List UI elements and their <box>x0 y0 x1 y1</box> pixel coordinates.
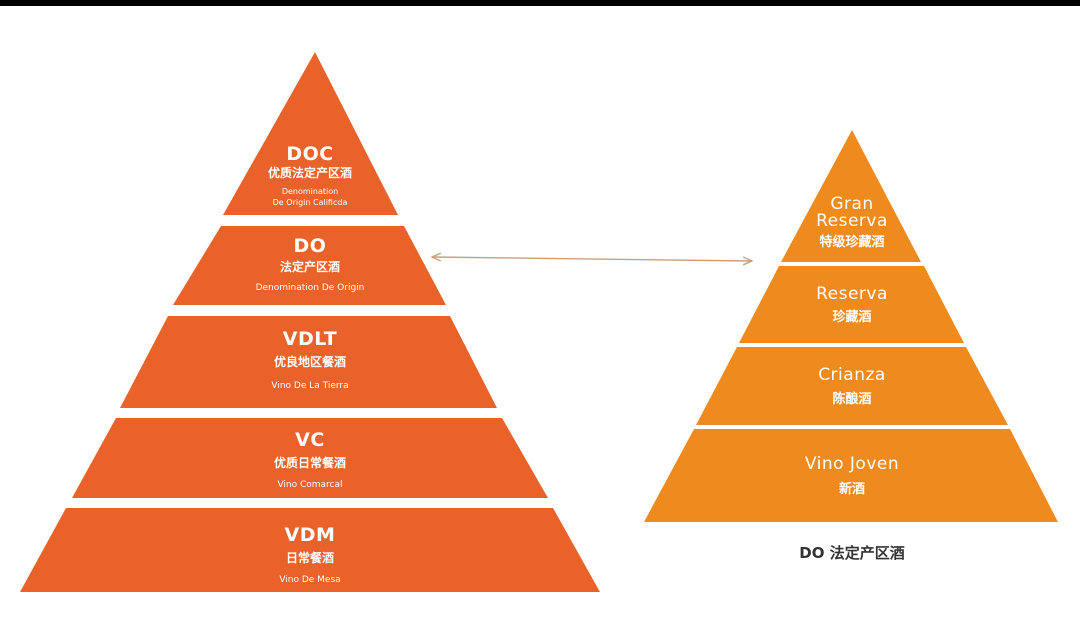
left-level-code: DO <box>294 235 327 257</box>
left-pyramid: DOC 优质法定产区酒 Denomination De Origin Calif… <box>20 52 600 592</box>
left-level-vc: VC 优质日常餐酒 Vino Comarcal <box>72 418 548 498</box>
left-level-doc-shape <box>223 52 398 215</box>
left-level-vdm-shape <box>20 508 600 592</box>
left-level-cn: 优质日常餐酒 <box>274 455 346 470</box>
left-level-en: Vino De Mesa <box>279 575 340 585</box>
right-level-cn: 特级珍藏酒 <box>819 234 884 250</box>
left-level-vdm: VDM 日常餐酒 Vino De Mesa <box>20 508 600 592</box>
left-level-do: DO 法定产区酒 Denomination De Origin <box>173 226 446 305</box>
right-level-crianza: Crianza 陈酿酒 <box>696 347 1008 425</box>
left-level-cn: 日常餐酒 <box>286 550 334 565</box>
right-level-cn: 陈酿酒 <box>832 391 871 407</box>
left-level-vc-shape <box>72 418 548 498</box>
left-level-vdlt: VDLT 优良地区餐酒 Vino De La Tierra <box>120 316 497 408</box>
right-level-reserva-shape <box>739 266 964 343</box>
top-border-bar <box>0 0 1080 6</box>
left-level-code: VDLT <box>283 328 337 350</box>
left-level-doc: DOC 优质法定产区酒 Denomination De Origin Calif… <box>223 52 398 215</box>
right-level-title: Reserva <box>816 284 888 304</box>
left-level-cn: 法定产区酒 <box>280 259 340 274</box>
right-pyramid-caption: DO 法定产区酒 <box>799 544 904 562</box>
right-level-title: Vino Joven <box>805 454 899 474</box>
right-level-title: Crianza <box>818 365 886 385</box>
right-level-crianza-shape <box>696 347 1008 425</box>
right-level-title: Reserva <box>816 211 888 231</box>
left-level-code: VC <box>295 429 325 451</box>
left-level-en: Vino Comarcal <box>277 480 342 490</box>
left-level-do-shape <box>173 226 446 305</box>
right-level-reserva: Reserva 珍藏酒 <box>739 266 964 343</box>
left-level-cn: 优良地区餐酒 <box>274 354 346 369</box>
left-level-code: DOC <box>286 143 333 165</box>
right-level-gran-reserva: Gran Reserva 特级珍藏酒 <box>781 130 921 262</box>
left-level-en: De Origin Calificda <box>273 198 348 207</box>
left-level-vdlt-shape <box>120 316 497 408</box>
left-level-en: Denomination De Origin <box>256 283 365 293</box>
right-level-gran-reserva-shape <box>781 130 921 262</box>
right-level-cn: 珍藏酒 <box>832 309 871 325</box>
right-level-vino-joven: Vino Joven 新酒 <box>644 429 1058 522</box>
connector-arrow <box>432 257 752 261</box>
right-level-vino-joven-shape <box>644 429 1058 522</box>
left-level-cn: 优质法定产区酒 <box>268 165 352 180</box>
left-level-code: VDM <box>285 524 336 546</box>
right-level-title: Gran <box>830 194 873 214</box>
right-level-cn: 新酒 <box>839 481 865 497</box>
left-level-en: Denomination <box>282 187 338 196</box>
right-pyramid: Gran Reserva 特级珍藏酒 Reserva 珍藏酒 Crianza 陈… <box>644 130 1058 522</box>
left-level-en: Vino De La Tierra <box>271 381 348 391</box>
